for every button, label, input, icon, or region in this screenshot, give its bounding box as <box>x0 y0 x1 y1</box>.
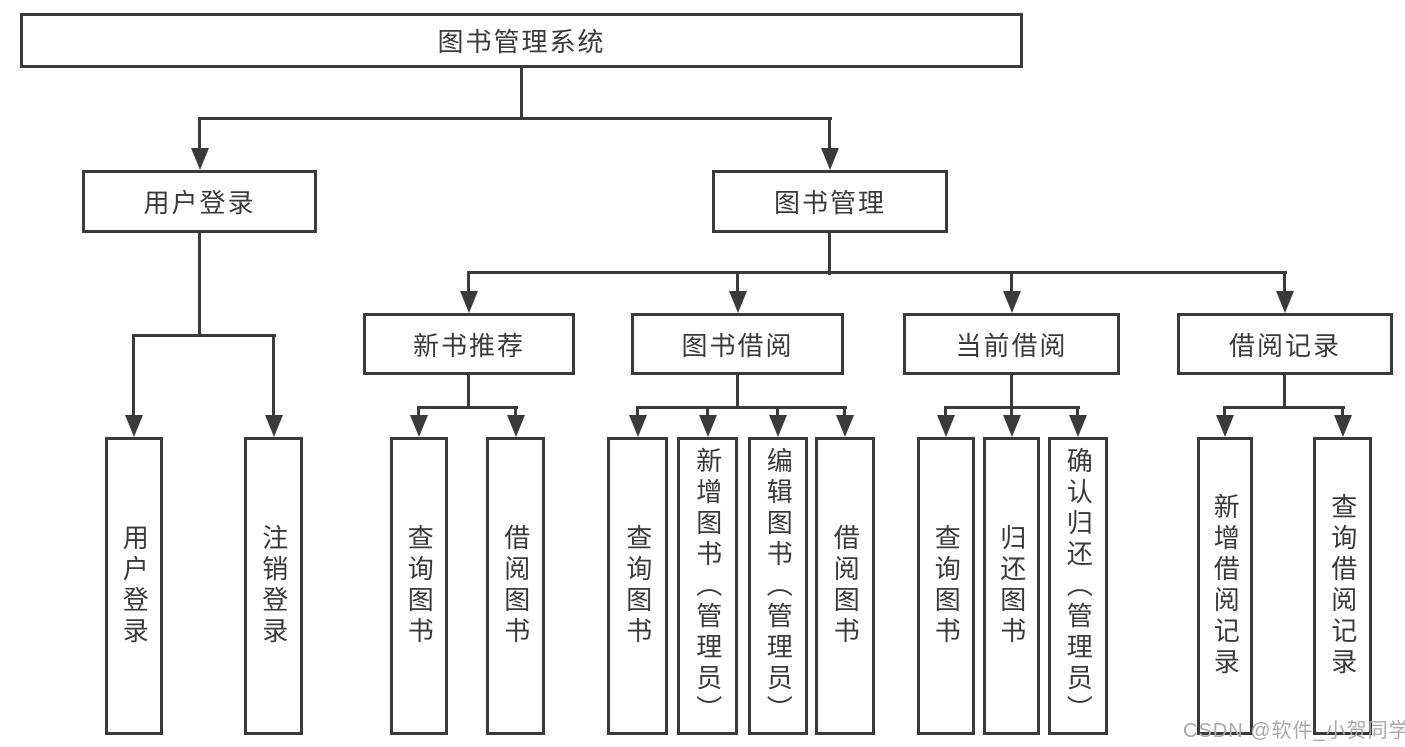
node-book-borrowing: 图书借阅 <box>631 313 844 375</box>
arrow-down-icon <box>1276 291 1294 313</box>
connector-line <box>417 406 518 409</box>
node-label: 归还图书 <box>996 524 1027 648</box>
arrow-down-icon <box>629 415 647 437</box>
node-label: 借阅记录 <box>1228 330 1341 361</box>
node-label: 图书管理 <box>773 188 886 218</box>
arrow-down-icon <box>1216 415 1234 437</box>
connector-line <box>736 375 739 409</box>
arrow-down-icon <box>1334 415 1352 437</box>
leaf-user-login: 用户登录 <box>105 437 163 735</box>
arrow-down-icon <box>769 415 787 437</box>
leaf-confirm-return-admin: 确认归还（管理员） <box>1048 437 1108 735</box>
node-label: 新增图书（管理员） <box>692 446 723 726</box>
connector-line <box>828 233 831 275</box>
node-label: 查询借阅记录 <box>1327 493 1358 679</box>
connector-line <box>467 272 470 292</box>
node-label: 查询图书 <box>622 524 653 648</box>
watermark: CSDN @软件_小贺同学 <box>1183 720 1405 742</box>
node-new-book-recommendation: 新书推荐 <box>363 313 575 375</box>
connector-line <box>944 407 947 416</box>
node-label: 编辑图书（管理员） <box>763 446 794 726</box>
connector-line <box>467 271 1287 274</box>
connector-line <box>514 407 517 416</box>
connector-line <box>843 407 846 416</box>
node-label: 图书借阅 <box>681 330 794 361</box>
node-book-management: 图书管理 <box>712 170 948 233</box>
connector-line <box>1010 407 1013 416</box>
connector-line <box>198 118 201 150</box>
node-label: 查询图书 <box>931 524 962 648</box>
node-library-management-system: 图书管理系统 <box>20 13 1023 68</box>
leaf-add-books-admin: 新增图书（管理员） <box>677 437 738 735</box>
leaf-query-borrow-record: 查询借阅记录 <box>1313 437 1372 735</box>
leaf-query-books-2: 查询图书 <box>607 437 668 735</box>
node-label: 借阅图书 <box>830 524 861 648</box>
connector-line <box>1010 272 1013 292</box>
connector-line <box>1341 407 1344 416</box>
connector-line <box>132 335 135 415</box>
arrow-down-icon <box>460 291 478 313</box>
arrow-down-icon <box>410 415 428 437</box>
arrow-down-icon <box>265 415 283 437</box>
connector-line <box>828 118 831 150</box>
arrow-down-icon <box>729 291 747 313</box>
connector-line <box>636 406 847 409</box>
node-label: 注销登录 <box>258 524 289 648</box>
node-label: 当前借阅 <box>955 330 1068 361</box>
arrow-down-icon <box>1003 415 1021 437</box>
node-label: 确认归还（管理员） <box>1063 446 1094 726</box>
node-user-login: 用户登录 <box>82 170 317 233</box>
connector-line <box>520 68 523 120</box>
leaf-add-borrow-record: 新增借阅记录 <box>1197 437 1253 735</box>
node-label: 新书推荐 <box>412 330 525 361</box>
connector-line <box>1223 407 1226 416</box>
leaf-borrow-books-2: 借阅图书 <box>815 437 875 735</box>
arrow-down-icon <box>125 415 143 437</box>
connector-line <box>1223 406 1345 409</box>
arrow-down-icon <box>821 148 839 170</box>
connector-line <box>1283 272 1286 292</box>
arrow-down-icon <box>699 415 717 437</box>
arrow-down-icon <box>1003 291 1021 313</box>
node-borrowing-records: 借阅记录 <box>1177 313 1393 375</box>
node-label: 新增借阅记录 <box>1210 493 1241 679</box>
connector-line <box>736 272 739 292</box>
leaf-query-books-1: 查询图书 <box>390 437 448 735</box>
node-label: 用户登录 <box>143 188 256 218</box>
node-label: 查询图书 <box>404 524 435 648</box>
node-label: 借阅图书 <box>500 524 531 648</box>
leaf-borrow-books-1: 借阅图书 <box>486 437 545 735</box>
connector-line <box>1010 375 1013 409</box>
connector-line <box>706 407 709 416</box>
node-label: 图书管理系统 <box>437 27 606 57</box>
connector-line <box>1283 375 1286 409</box>
arrow-down-icon <box>937 415 955 437</box>
node-label: 用户登录 <box>119 524 150 648</box>
leaf-query-books-3: 查询图书 <box>917 437 975 735</box>
arrow-down-icon <box>1069 415 1087 437</box>
connector-line <box>1076 407 1079 416</box>
node-current-borrowing: 当前借阅 <box>903 313 1120 375</box>
connector-line <box>132 334 276 337</box>
connector-line <box>776 407 779 416</box>
connector-line <box>636 407 639 416</box>
connector-line <box>417 407 420 416</box>
connector-line <box>467 375 470 409</box>
leaf-edit-books-admin: 编辑图书（管理员） <box>748 437 808 735</box>
arrow-down-icon <box>507 415 525 437</box>
connector-line <box>198 117 832 120</box>
leaf-return-books: 归还图书 <box>983 437 1040 735</box>
leaf-logout: 注销登录 <box>244 437 303 735</box>
connector-line <box>198 233 201 337</box>
arrow-down-icon <box>836 415 854 437</box>
connector-line <box>272 335 275 415</box>
arrow-down-icon <box>191 148 209 170</box>
